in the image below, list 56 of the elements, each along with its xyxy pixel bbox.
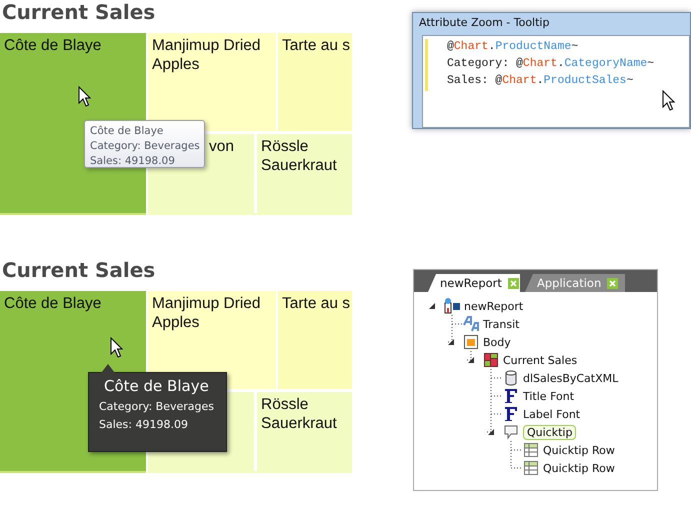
code-line: @Chart.ProductName~	[447, 40, 578, 53]
treemap-cell	[227, 392, 254, 471]
tooltip-text: Sales: 49198.09	[90, 154, 176, 169]
tooltip-text: Sales: 49198.09	[99, 418, 189, 431]
tree-item-label: dlSalesByCatXML	[523, 372, 618, 384]
tree-item	[429, 297, 524, 315]
tree-connector	[486, 368, 492, 432]
code-line: Sales: @Chart.ProductSales~	[447, 74, 634, 87]
treemap-cell	[278, 291, 352, 389]
tooltip-text: Category: Beverages	[99, 400, 215, 413]
tab	[525, 274, 625, 292]
tree-item-label: Quicktip Row	[543, 444, 615, 456]
chart-title: Current Sales	[2, 258, 156, 282]
tooltip-text: Côte de Blaye	[90, 124, 164, 139]
tree-connector	[510, 440, 522, 468]
tree-item	[463, 315, 520, 333]
cell-label: Côte de Blaye	[4, 36, 102, 55]
tree-item-label: Transit	[483, 318, 520, 330]
cell-label: Tarte au s	[282, 294, 350, 313]
tree-connector	[466, 350, 472, 360]
tree-item-label: Quicktip	[523, 424, 576, 440]
tree-item	[468, 351, 578, 369]
tab-label: newReport	[440, 276, 502, 290]
tree-item-label: Current Sales	[503, 354, 578, 366]
tree-item-label: Body	[483, 336, 511, 348]
tree-item	[448, 333, 511, 351]
tooltip-text: Côte de Blaye	[103, 377, 210, 395]
treemap-cell	[257, 392, 352, 471]
tree-item	[523, 441, 615, 459]
tooltip-text: Category: Beverages	[90, 139, 199, 154]
cell-label: Rössle Sauerkraut	[261, 395, 338, 433]
tooltip	[84, 120, 205, 168]
tree-panel	[413, 269, 658, 491]
treemap-cell	[257, 134, 352, 213]
tree-item	[503, 387, 574, 405]
dialog-window	[412, 12, 691, 129]
tree-connector	[446, 314, 452, 342]
tree-item-label: newReport	[464, 300, 524, 312]
tab-label: Application	[537, 276, 602, 290]
tree-item	[503, 405, 580, 423]
cell-label: Manjimup Dried Apples	[152, 36, 262, 74]
tree-item-label: Quicktip Row	[543, 462, 615, 474]
cell-label: von	[209, 137, 234, 156]
cell-label: Manjimup Dried Apples	[152, 294, 262, 332]
tree-item	[523, 459, 615, 477]
cell-label: Rössle Sauerkraut	[261, 137, 338, 175]
chart-title: Current Sales	[2, 0, 156, 24]
tree-item-label: Label Font	[523, 408, 580, 420]
tree-item	[488, 423, 576, 441]
code-line: Category: @Chart.CategoryName~	[447, 57, 654, 70]
treemap-cell	[278, 33, 352, 131]
window-title: Attribute Zoom - Tooltip	[419, 16, 550, 29]
cell-label: Tarte au s	[282, 36, 350, 55]
tree-item	[503, 369, 618, 387]
tree-item-label: Title Font	[523, 390, 574, 402]
cell-label: Côte de Blaye	[4, 294, 102, 313]
